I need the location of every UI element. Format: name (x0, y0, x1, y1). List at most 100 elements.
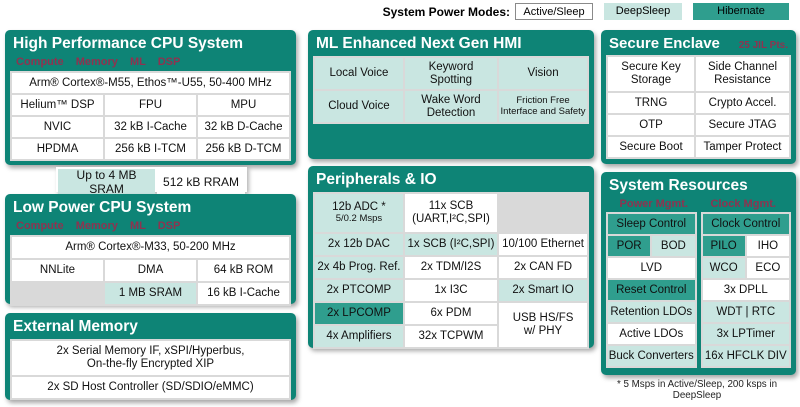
power-mgmt-table: Sleep Control POR BOD LVD Reset Control … (606, 212, 697, 368)
cell-crypto-accel: Crypto Accel. (696, 93, 789, 113)
cell-pdm: 6x PDM (404, 303, 498, 324)
cell-tamper-protect: Tamper Protect (696, 137, 789, 157)
hp-cpu-table: Arm® Cortex®-M55, Ethos™-U55, 50-400 MHz… (10, 71, 291, 161)
block-external-memory: External Memory 2x Serial Memory IF, xSP… (5, 313, 296, 400)
block-title: ML Enhanced Next Gen HMI (316, 35, 522, 52)
ext-mem-table: 2x Serial Memory IF, xSPI/Hyperbus, On-t… (10, 339, 291, 400)
cell-sd-host: 2x SD Host Controller (SD/SDIO/eMMC) (12, 377, 289, 398)
block-low-power-cpu: Low Power CPU System Compute Memory ML D… (5, 194, 296, 306)
cell-hfclk-div: 16x HFCLK DIV (702, 346, 789, 366)
cell-buck-converters: Buck Converters (608, 346, 695, 366)
block-title: Secure Enclave (609, 35, 720, 52)
cell-tdm-i2s: 2x TDM/I2S (404, 257, 498, 278)
cell-side-channel: Side Channel Resistance (696, 57, 789, 91)
cell-cortex-m55: Arm® Cortex®-M55, Ethos™-U55, 50-400 MHz (12, 73, 289, 93)
cell-adc-rate: 5/0.2 Msps (335, 213, 383, 225)
block-high-performance-cpu: High Performance CPU System Compute Memo… (5, 30, 296, 165)
cell-lp-icache: 16 kB I-Cache (198, 283, 289, 304)
cell-vision: Vision (499, 58, 587, 89)
cell-otp: OTP (608, 115, 695, 135)
cell-lp-sram: 1 MB SRAM (105, 283, 196, 304)
cell-reset-control: Reset Control (608, 280, 695, 300)
cell-sleep-control: Sleep Control (608, 214, 695, 234)
cell-empty (499, 194, 587, 232)
block-title: Peripherals & IO (316, 171, 437, 188)
cell-rom: 64 kB ROM (198, 260, 289, 281)
block-title: External Memory (13, 318, 138, 335)
peripherals-table: 12b ADC * 5/0.2 Msps 11x SCB (UART,I²C,S… (313, 192, 589, 349)
cell-usb: USB HS/FS w/ PHY (499, 303, 587, 347)
cell-hpdma: HPDMA (12, 139, 103, 159)
block-secure-enclave: Secure Enclave 25 JIL Pts. Secure Key St… (601, 30, 796, 164)
cell-wco: WCO (702, 258, 745, 278)
adc-footnote: * 5 Msps in Active/Sleep, 200 ksps in De… (616, 379, 778, 401)
cell-lvd: LVD (608, 258, 695, 278)
cell-adc-label: 12b ADC * (332, 201, 386, 214)
cell-smart-io: 2x Smart IO (499, 280, 587, 301)
cell-secure-jtag: Secure JTAG (696, 115, 789, 135)
hmi-table: Local Voice Keyword Spotting Vision Clou… (313, 56, 589, 124)
cell-clock-control: Clock Control (702, 214, 789, 234)
lp-cpu-table: Arm® Cortex®-M33, 50-200 MHz NNLite DMA … (10, 235, 291, 306)
cell-fpu: FPU (105, 95, 196, 115)
legend-active-sleep: Active/Sleep (515, 3, 593, 20)
cell-nvic: NVIC (12, 117, 103, 137)
cell-can-fd: 2x CAN FD (499, 257, 587, 278)
cell-helium-dsp: Helium™ DSP (12, 95, 103, 115)
cell-ethernet: 10/100 Ethernet (499, 234, 587, 255)
cell-trng: TRNG (608, 93, 695, 113)
jil-points-badge: 25 JIL Pts. (738, 40, 788, 51)
cell-serial-memory-if: 2x Serial Memory IF, xSPI/Hyperbus, On-t… (12, 341, 289, 375)
block-title: System Resources (609, 177, 748, 194)
cell-itcm: 256 kB I-TCM (105, 139, 196, 159)
cell-wake-word: Wake Word Detection (404, 91, 498, 122)
clock-mgmt-table: Clock Control PILO IHO WCO ECO 3x DPLL W… (700, 212, 791, 368)
cell-retention-ldos: Retention LDOs (608, 302, 695, 322)
cell-lptimer: 3x LPTimer (702, 324, 789, 344)
cell-secure-key-storage: Secure Key Storage (608, 57, 695, 91)
block-title: Low Power CPU System (13, 199, 192, 216)
cell-cloud-voice: Cloud Voice (315, 91, 403, 122)
cell-scb-1x: 1x SCB (I²C,SPI) (404, 234, 498, 255)
cell-iho: IHO (746, 236, 789, 256)
cell-dtcm: 256 kB D-TCM (198, 139, 289, 159)
cell-prog-ref: 2x 4b Prog. Ref. (315, 257, 403, 278)
cell-dac: 2x 12b DAC (315, 234, 403, 255)
cell-rram: 512 kB RRAM (157, 169, 245, 197)
cell-mpu: MPU (198, 95, 289, 115)
cell-secure-boot: Secure Boot (608, 137, 695, 157)
power-mgmt-tag: Power Mgmt. (619, 198, 688, 210)
cell-pilo: PILO (702, 236, 745, 256)
cell-active-ldos: Active LDOs (608, 324, 695, 344)
block-peripherals-io: Peripherals & IO 12b ADC * 5/0.2 Msps 11… (308, 166, 594, 349)
cell-tcpwm: 32x TCPWM (404, 326, 498, 347)
legend-deepsleep: DeepSleep (604, 3, 682, 20)
cell-dma: DMA (105, 260, 196, 281)
cell-lpcomp: 2x LPCOMP (315, 303, 403, 324)
capability-tags: Compute Memory ML DSP (16, 56, 181, 68)
cell-sram: Up to 4 MB SRAM (58, 168, 156, 197)
block-title: High Performance CPU System (13, 35, 243, 52)
cell-cortex-m33: Arm® Cortex®-M33, 50-200 MHz (12, 237, 289, 258)
cell-ptcomp: 2x PTCOMP (315, 280, 403, 301)
cell-local-voice: Local Voice (315, 58, 403, 89)
block-ml-hmi: ML Enhanced Next Gen HMI Local Voice Key… (308, 30, 594, 159)
cell-eco: ECO (746, 258, 789, 278)
cell-amplifiers: 4x Amplifiers (315, 326, 403, 347)
cell-friction-free: Friction Free Interface and Safety (499, 91, 587, 122)
cell-por: POR (608, 236, 651, 256)
secure-table: Secure Key Storage Side Channel Resistan… (606, 55, 791, 159)
cell-wdt-rtc: WDT | RTC (702, 302, 789, 322)
cell-adc: 12b ADC * 5/0.2 Msps (315, 194, 403, 232)
cell-empty (12, 283, 103, 304)
cell-bod: BOD (652, 236, 695, 256)
cell-icache: 32 kB I-Cache (105, 117, 196, 137)
cell-dpll: 3x DPLL (702, 280, 789, 300)
cell-dcache: 32 kB D-Cache (198, 117, 289, 137)
cell-i3c: 1x I3C (404, 280, 498, 301)
shared-memory-bar: Up to 4 MB SRAM 512 kB RRAM (56, 167, 247, 197)
legend-hibernate: Hibernate (693, 3, 789, 20)
power-modes-legend-label: System Power Modes: (382, 5, 510, 19)
cell-keyword-spotting: Keyword Spotting (404, 58, 498, 89)
